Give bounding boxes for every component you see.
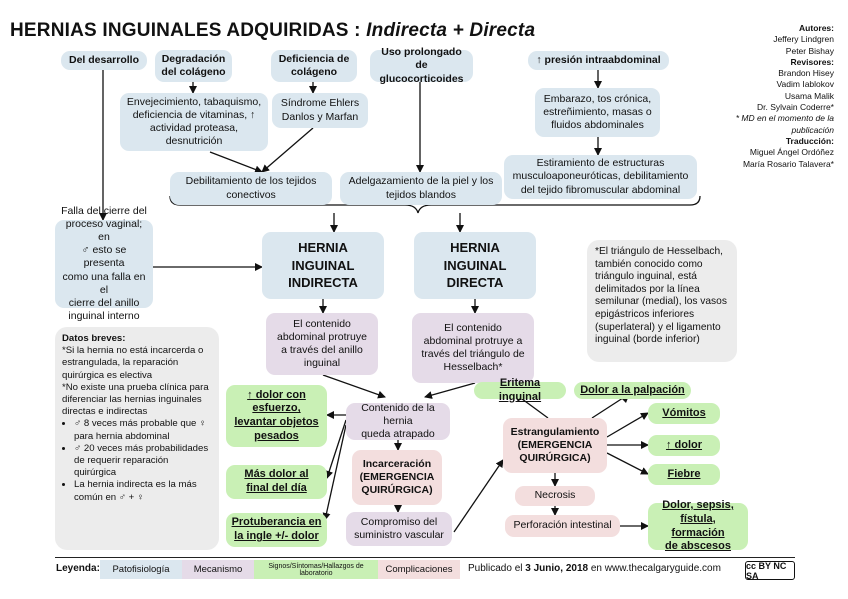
strangulation-emergency: Estrangulamiento (EMERGENCIA QUIRÚRGICA) [503, 418, 607, 473]
vascular-compromise: Compromiso del suministro vascular [346, 512, 452, 546]
skin-thinning: Adelgazamiento de la piel y los tejidos … [340, 172, 502, 205]
reviewer-name: Vadim Iablokov [776, 79, 834, 90]
sign-pain-end-of-day: Más dolor al final del día [226, 465, 327, 499]
sign-fever: Fiebre [648, 464, 720, 485]
incarceration-emergency: Incarceración (EMERGENCIA QUIRÚRGICA) [352, 450, 442, 505]
author-name: Jeffery Lindgren [773, 34, 834, 45]
ehlers-danlos-marfan: Síndrome Ehlers Danlos y Marfan [272, 93, 368, 128]
aging-factors: Envejecimiento, tabaquismo, deficiencia … [120, 93, 268, 151]
sign-vomiting: Vómitos [648, 403, 720, 424]
intestinal-perforation: Perforación intestinal [505, 515, 620, 537]
author-name: Peter Bishay [785, 45, 834, 56]
legend-label: Leyenda: [56, 563, 100, 574]
publication-info: Publicado el 3 Junio, 2018 en www.thecal… [468, 563, 721, 574]
sign-groin-bulge: Protuberancia en la ingle +/- dolor [226, 513, 327, 547]
legend-complications: Complicaciones [378, 560, 460, 579]
cause-collagen-degradation: Degradación del colágeno [155, 50, 232, 82]
reviewer-name: Usama Malik [784, 90, 834, 101]
connective-weakening: Debilitamiento de los tejidos conectivos [170, 172, 332, 205]
legend-signs: Signos/Síntomas/Hallazgos de laboratorio [254, 560, 378, 579]
sign-increased-pain: ↑ dolor [648, 435, 720, 456]
legend-mechanism: Mecanismo [182, 560, 254, 579]
fact-bullet: ♂ 20 veces más probabilidades de requeri… [74, 443, 212, 480]
direct-inguinal-hernia: HERNIA INGUINAL DIRECTA [414, 232, 536, 299]
footer-divider [55, 557, 795, 558]
creative-commons-badge: cc BY NC SA [745, 561, 795, 581]
legend-pathophysiology: Patofisiología [100, 560, 182, 579]
sign-pain-effort: ↑ dolor con esfuerzo, levantar objetos p… [226, 385, 327, 447]
sign-sepsis-fistula: Dolor, sepsis, fístula, formación de abs… [648, 499, 748, 552]
quick-facts-panel: Datos breves: *Si la hernia no está inca… [55, 327, 219, 550]
credits-block: Autores: Jeffery Lindgren Peter Bishay R… [704, 23, 834, 170]
fact-paragraph: *Si la hernia no está incarcerda o estra… [62, 345, 204, 381]
page-title: HERNIAS INGUINALES ADQUIRIDAS : Indirect… [10, 20, 536, 41]
musculoaponeurotic-stretching: Estiramiento de estructuras musculoapone… [504, 155, 697, 199]
cause-glucocorticoids: Uso prolongado de glucocorticoides [370, 46, 473, 85]
indirect-inguinal-hernia: HERNIA INGUINAL INDIRECTA [262, 232, 384, 299]
sign-inguinal-erythema: Eritema inguinal [474, 377, 566, 403]
vaginal-process-closure-failure: Falla del cierre del proceso vaginal; en… [55, 205, 153, 322]
cause-collagen-deficiency: Deficiencia de colágeno [271, 50, 357, 82]
necrosis: Necrosis [515, 486, 595, 506]
hernia-contents-trapped: Contenido de la hernia queda atrapado [346, 402, 450, 440]
indirect-mechanism: El contenido abdominal protruye a través… [266, 313, 378, 375]
hesselbach-note: *El triángulo de Hesselbach, también con… [587, 240, 737, 362]
sign-palpation-pain: Dolor a la palpación [574, 382, 691, 399]
translator-name: Miguel Ángel Ordóñez [749, 147, 834, 158]
page-subtitle: Indirecta + Directa [366, 20, 536, 41]
translator-name: María Rosario Talavera* [742, 158, 834, 169]
fact-bullet: ♂ 8 veces más probable que ♀ para hernia… [74, 418, 212, 442]
publication-date: 3 Junio, 2018 [525, 563, 589, 574]
reviewer-name: Brandon Hisey [778, 68, 834, 79]
fact-bullet: La hernia indirecta es la más común en ♂… [74, 479, 212, 503]
cause-intraabdominal-pressure: ↑ presión intraabdominal [528, 51, 669, 70]
pregnancy-cough-factors: Embarazo, tos crónica, estreñimiento, ma… [535, 88, 660, 137]
reviewers-heading: Revisores: [790, 56, 834, 67]
direct-mechanism: El contenido abdominal protruye a través… [412, 313, 534, 383]
reviewer-note: * MD en el momento de la publicación [735, 113, 834, 135]
translation-heading: Traducción: [785, 135, 834, 146]
cause-development: Del desarrollo [61, 51, 147, 70]
authors-heading: Autores: [799, 23, 834, 33]
quick-facts-heading: Datos breves: [62, 333, 126, 344]
reviewer-name: Dr. Sylvain Coderre* [756, 102, 834, 113]
fact-paragraph: *No existe una prueba clínica para difer… [62, 381, 209, 418]
